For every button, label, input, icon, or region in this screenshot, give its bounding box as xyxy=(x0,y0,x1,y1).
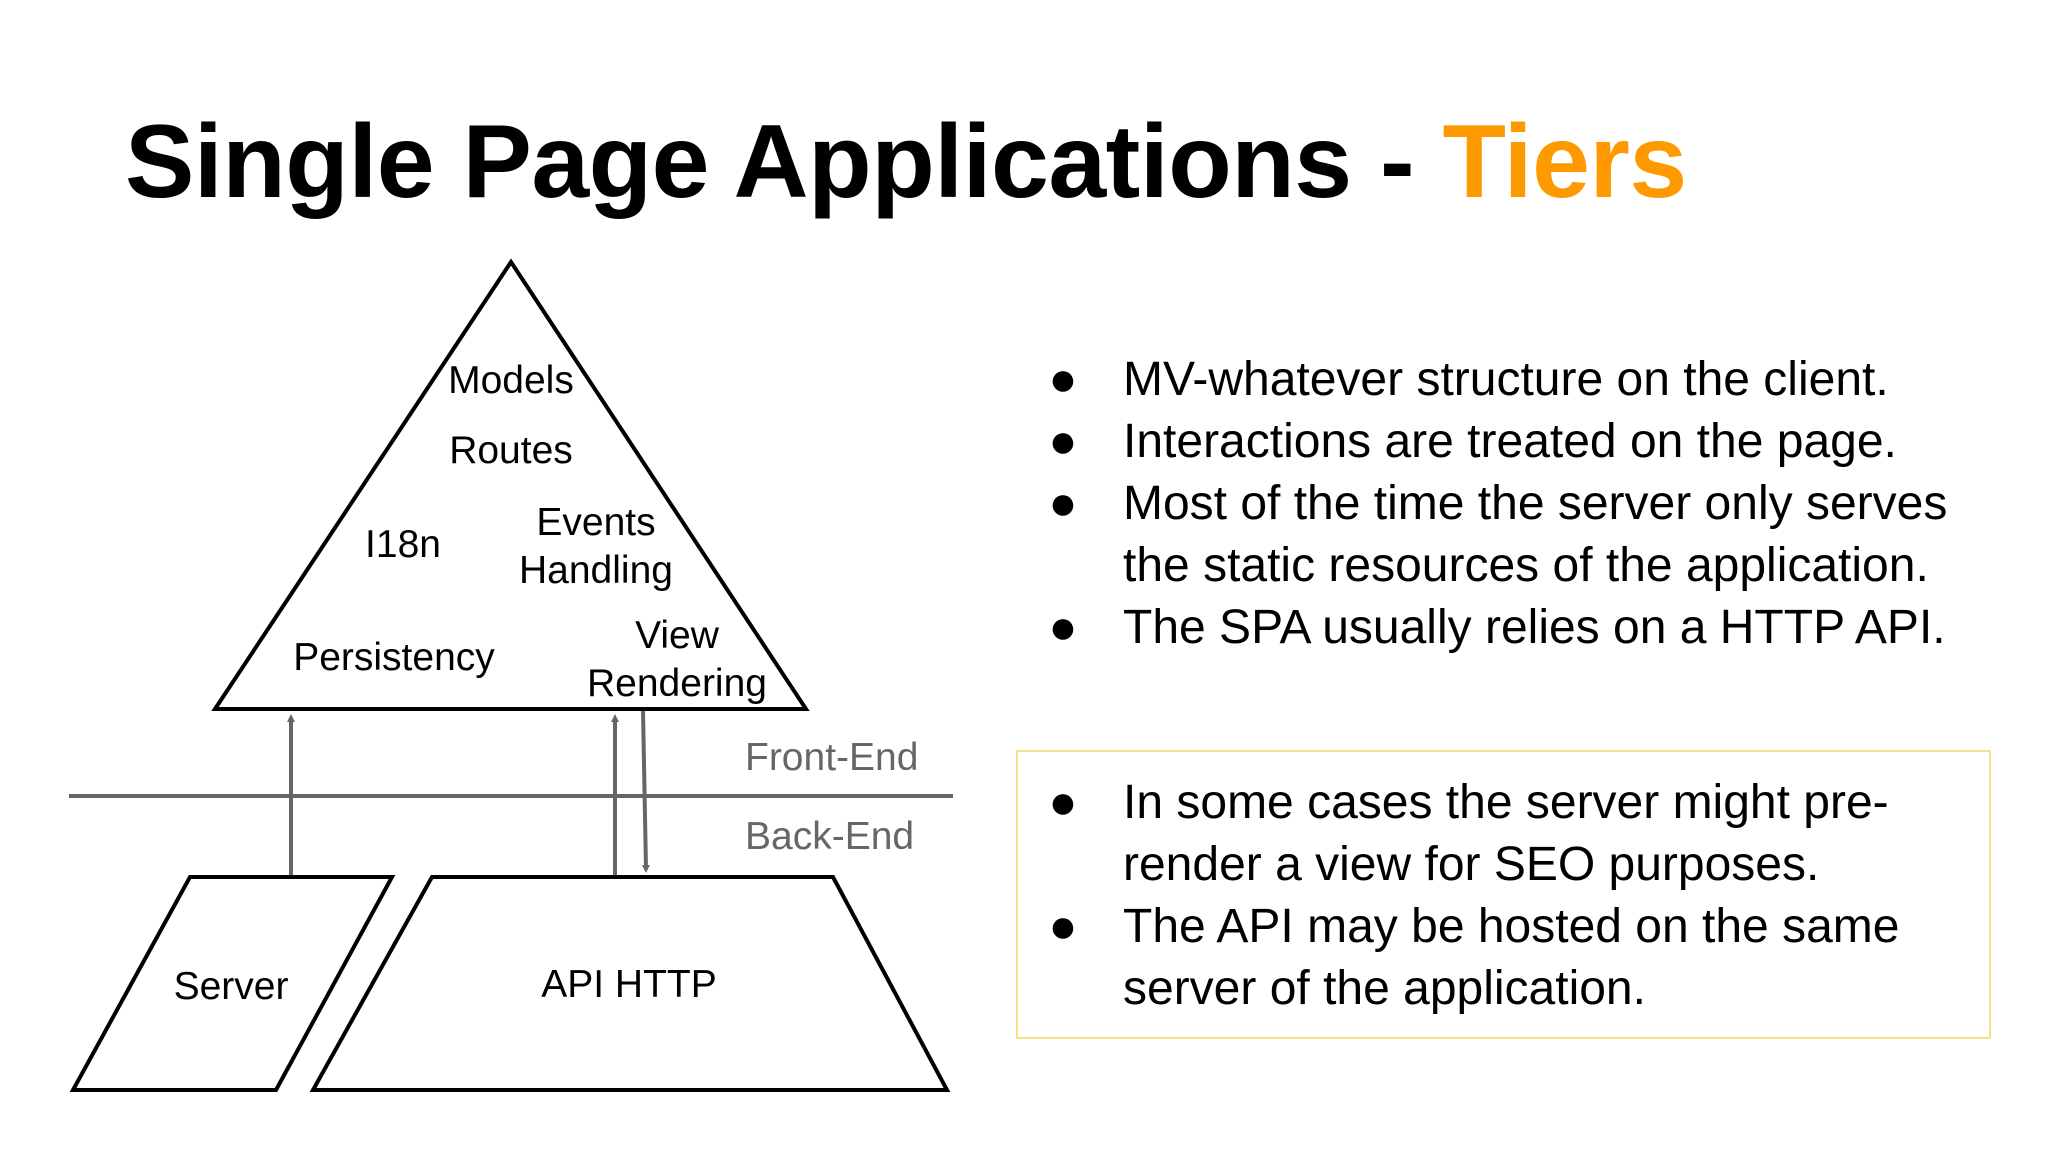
bullet-item: ● The SPA usually relies on a HTTP API. xyxy=(1043,597,2023,659)
bullet-item: ● Most of the time the server only serves… xyxy=(1043,473,2023,597)
label-rendering: Rendering xyxy=(587,662,767,705)
bullet-marker: ● xyxy=(1048,601,1078,654)
label-persistency: Persistency xyxy=(293,636,495,679)
server-label: Server xyxy=(174,965,289,1008)
frontend-to-api-arrow xyxy=(641,710,650,873)
bullet-text: Most of the time the server only serves … xyxy=(1123,477,1948,592)
label-i18n: I18n xyxy=(365,523,441,566)
bullet-marker: ● xyxy=(1048,353,1078,406)
bullet-text: Interactions are treated on the page. xyxy=(1123,415,1897,468)
bullet-marker: ● xyxy=(1048,477,1078,530)
api-http-shape xyxy=(309,875,951,1092)
label-models: Models xyxy=(448,359,574,402)
front-end-label: Front-End xyxy=(745,736,918,779)
note-bullet-item: ● In some cases the server might pre-rend… xyxy=(1043,772,1973,896)
slide-title-main: Single Page Applications - xyxy=(125,104,1443,220)
bullet-text: MV-whatever structure on the client. xyxy=(1123,353,1889,406)
note-bullet-list: ● In some cases the server might pre-rend… xyxy=(1043,772,1973,1020)
note-bullet-text: In some cases the server might pre-rende… xyxy=(1123,776,1889,891)
label-routes: Routes xyxy=(449,429,573,472)
bullet-marker: ● xyxy=(1048,415,1078,468)
main-bullet-list: ● MV-whatever structure on the client. ● I… xyxy=(1043,349,2023,659)
note-bullet-text: The API may be hosted on the same server… xyxy=(1123,900,1900,1015)
label-events: Events xyxy=(536,501,655,544)
api-http-label: API HTTP xyxy=(541,963,717,1006)
front-end-triangle xyxy=(211,258,810,711)
label-view: View xyxy=(635,614,720,657)
bullet-item: ● MV-whatever structure on the client. xyxy=(1043,349,2023,411)
bullet-marker: ● xyxy=(1048,776,1078,829)
bullet-text: The SPA usually relies on a HTTP API. xyxy=(1123,601,1946,654)
back-end-label: Back-End xyxy=(745,815,914,858)
bullet-item: ● Interactions are treated on the page. xyxy=(1043,411,2023,473)
bullet-marker: ● xyxy=(1048,900,1078,953)
slide-title: Single Page Applications - Tiers xyxy=(125,100,1687,225)
server-shape xyxy=(69,875,396,1092)
label-handling: Handling xyxy=(519,549,673,592)
slide-title-accent: Tiers xyxy=(1442,104,1688,220)
note-box xyxy=(1016,750,1991,1039)
note-bullet-item: ● The API may be hosted on the same serve… xyxy=(1043,896,1973,1020)
